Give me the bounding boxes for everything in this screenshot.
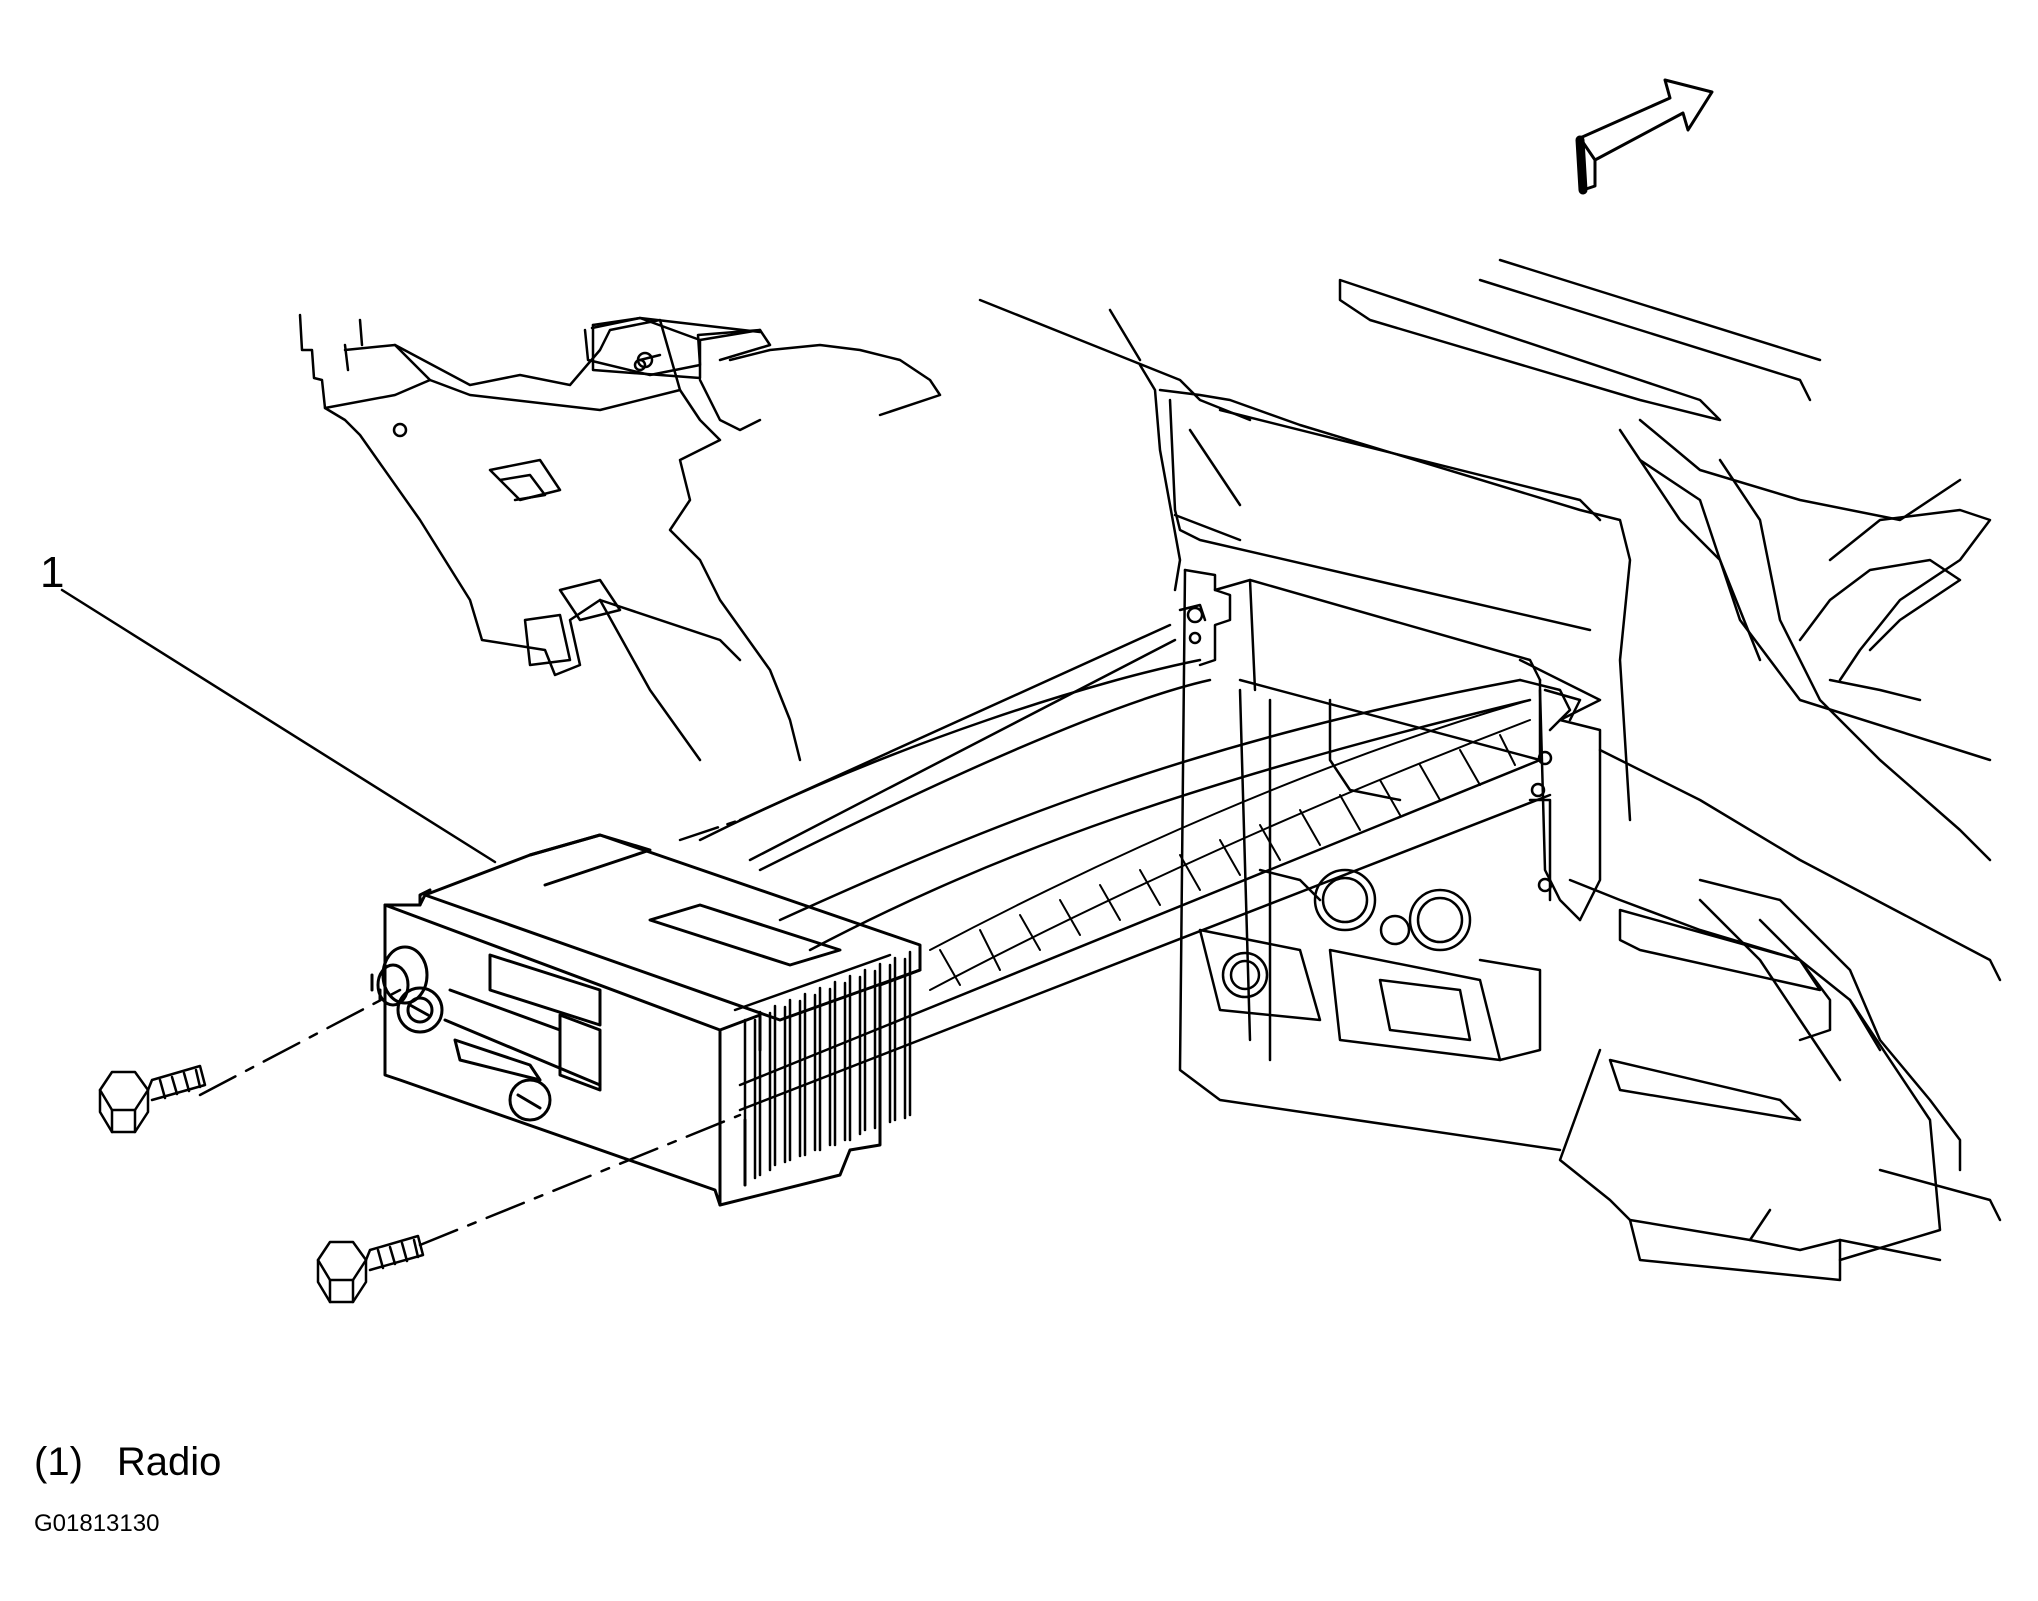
legend-label: Radio bbox=[116, 1440, 222, 1484]
legend-item-radio: (1) Radio bbox=[34, 1440, 221, 1485]
upper-mounting-tab bbox=[591, 316, 762, 380]
figure-id: G01813130 bbox=[34, 1510, 160, 1537]
bolt-icon bbox=[316, 1234, 425, 1304]
instrument-panel-opening bbox=[978, 258, 2002, 982]
radio-cavity bbox=[1178, 568, 1602, 1152]
wire-harness bbox=[698, 658, 1532, 991]
callout-leader-line bbox=[60, 588, 497, 864]
radio-unit bbox=[370, 833, 922, 1207]
lower-dash-trim bbox=[1558, 878, 2002, 1282]
view-direction-arrow-icon bbox=[1575, 78, 1714, 195]
radio-heat-sink bbox=[733, 950, 912, 1187]
dash-support-bracket bbox=[298, 313, 942, 762]
mounting-posts bbox=[1178, 603, 1582, 902]
bolt-icon bbox=[98, 1064, 207, 1134]
callout-number-1: 1 bbox=[40, 548, 65, 597]
legend-number: (1) bbox=[34, 1440, 83, 1484]
